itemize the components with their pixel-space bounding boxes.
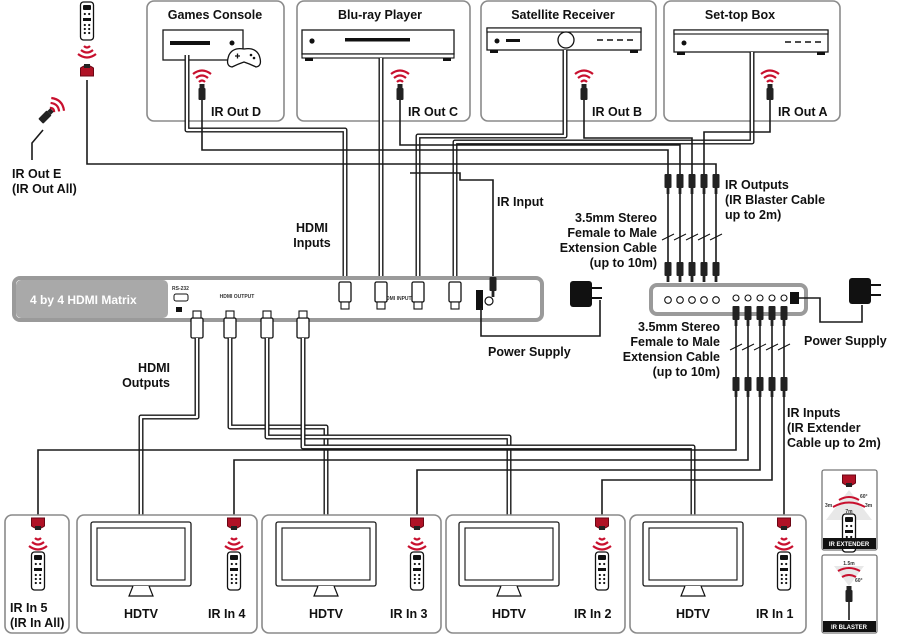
ir-in-5-line2: (IR In All): [10, 616, 64, 630]
ext-top-line2: Female to Male: [567, 226, 657, 240]
legend-blaster-15m: 1.5m: [843, 561, 855, 567]
settop-label: Set-top Box: [705, 8, 775, 22]
hdmi-input-cables: [184, 50, 755, 282]
ir-out-c-label: IR Out C: [408, 105, 458, 119]
ext-bottom-line2: Female to Male: [630, 335, 720, 349]
legend-ext-3m-left: 3m: [825, 503, 833, 509]
display-2-ir-label: IR In 2: [574, 607, 612, 621]
ir-out-d-label: IR Out D: [211, 105, 261, 119]
display-box-2: HDTV IR In 2: [445, 514, 626, 634]
ir-inputs-line1: IR Inputs: [787, 406, 841, 420]
hub-power: [799, 278, 881, 323]
satellite-label: Satellite Receiver: [511, 8, 615, 22]
display-4-tv-label: HDTV: [124, 607, 159, 621]
ir-blaster-c: IR Out C: [389, 69, 458, 119]
ir-extension-cables-bottom: [729, 306, 791, 397]
ext-bottom-line3: Extension Cable: [623, 350, 720, 364]
ext-bottom-line4: (up to 10m): [653, 365, 720, 379]
settop-box-icon: [673, 29, 829, 55]
ir-outputs-line3: up to 2m): [725, 208, 781, 222]
ir-inputs-line3: Cable up to 2m): [787, 436, 881, 450]
ir-out-a-label: IR Out A: [778, 105, 828, 119]
ir-receiver-cables: [37, 397, 785, 516]
ir-in-5-line1: IR In 5: [10, 601, 48, 615]
display-2-tv-label: HDTV: [492, 607, 527, 621]
games-console-icon: [162, 29, 262, 68]
ir-inputs-line2: (IR Extender: [787, 421, 861, 435]
matrix-hdmi-output-label: HDMI OUTPUT: [220, 294, 255, 300]
source-box-games-console: Games Console: [146, 0, 285, 122]
ext-top-line4: (up to 10m): [590, 256, 657, 270]
display-box-4: HDTV IR In 4: [76, 514, 258, 634]
hdmi-inputs-line1: HDMI: [296, 221, 328, 235]
hdmi-outputs-line2: Outputs: [122, 376, 170, 390]
display-box-3: HDTV IR In 3: [261, 514, 442, 634]
bluray-label: Blu-ray Player: [338, 8, 422, 22]
matrix-rs232-label: RS-232: [172, 286, 189, 292]
ir-blaster-a: IR Out A: [759, 69, 828, 119]
legend-ext-7m: 7m: [845, 509, 853, 515]
display-3-ir-label: IR In 3: [390, 607, 428, 621]
games-console-label: Games Console: [168, 8, 263, 22]
legend-extender-label: IR EXTENDER: [829, 542, 870, 548]
hdmi-outputs-line1: HDMI: [138, 361, 170, 375]
display-box-1: HDTV IR In 1: [629, 514, 807, 634]
display-1-ir-label: IR In 1: [756, 607, 794, 621]
legend-blaster-label: IR BLASTER: [831, 625, 868, 631]
power-supply-left-label: Power Supply: [488, 345, 571, 359]
display-1-tv-label: HDTV: [676, 607, 711, 621]
ext-top-line3: Extension Cable: [560, 241, 657, 255]
ir-blaster-b: IR Out B: [573, 69, 642, 119]
ir-blaster-d: IR Out D: [191, 69, 261, 119]
satellite-receiver-icon: [486, 27, 642, 53]
ir-in-5-box: IR In 5 (IR In All): [4, 514, 70, 634]
hdmi-output-cables: [138, 338, 696, 518]
bluray-player-icon: [301, 29, 455, 61]
ir-extender-hub: [649, 283, 808, 316]
ext-top-line1: 3.5mm Stereo: [575, 211, 657, 225]
ir-outputs-line1: IR Outputs: [725, 178, 789, 192]
legend-ir-extender: 60° 3m 7m 3m IR EXTENDER: [821, 469, 878, 553]
matrix-title: 4 by 4 HDMI Matrix: [30, 293, 137, 307]
matrix-hdmi-input-label: HDMI INPUT: [382, 296, 411, 302]
legend-ext-60: 60°: [860, 494, 868, 500]
legend-blaster-60: 60°: [855, 578, 863, 584]
hdmi-matrix-device: 4 by 4 HDMI Matrix RS-232 HDMI OUTPUT HD…: [12, 276, 544, 322]
ir-out-e-line2: (IR Out All): [12, 182, 77, 196]
ir-out-e-blaster: [31, 94, 68, 160]
legend-ir-blaster: 1.5m 60° IR BLASTER: [821, 554, 878, 634]
hdmi-inputs-line2: Inputs: [293, 236, 331, 250]
ir-out-e-line1: IR Out E: [12, 167, 61, 181]
ext-bottom-line1: 3.5mm Stereo: [638, 320, 720, 334]
power-supply-right-label: Power Supply: [804, 334, 887, 348]
display-4-ir-label: IR In 4: [208, 607, 246, 621]
legend-ext-3m-right: 3m: [865, 503, 873, 509]
source-box-satellite: Satellite Receiver: [480, 0, 657, 122]
ir-out-b-label: IR Out B: [592, 105, 642, 119]
ir-out-e-remote: [76, 1, 98, 77]
ir-input-label: IR Input: [497, 195, 544, 209]
matrix-power: [480, 281, 602, 337]
ir-extension-cables-top: [661, 174, 723, 282]
ir-output-cables: [86, 80, 771, 282]
ir-outputs-line2: (IR Blaster Cable: [725, 193, 825, 207]
display-3-tv-label: HDTV: [309, 607, 344, 621]
